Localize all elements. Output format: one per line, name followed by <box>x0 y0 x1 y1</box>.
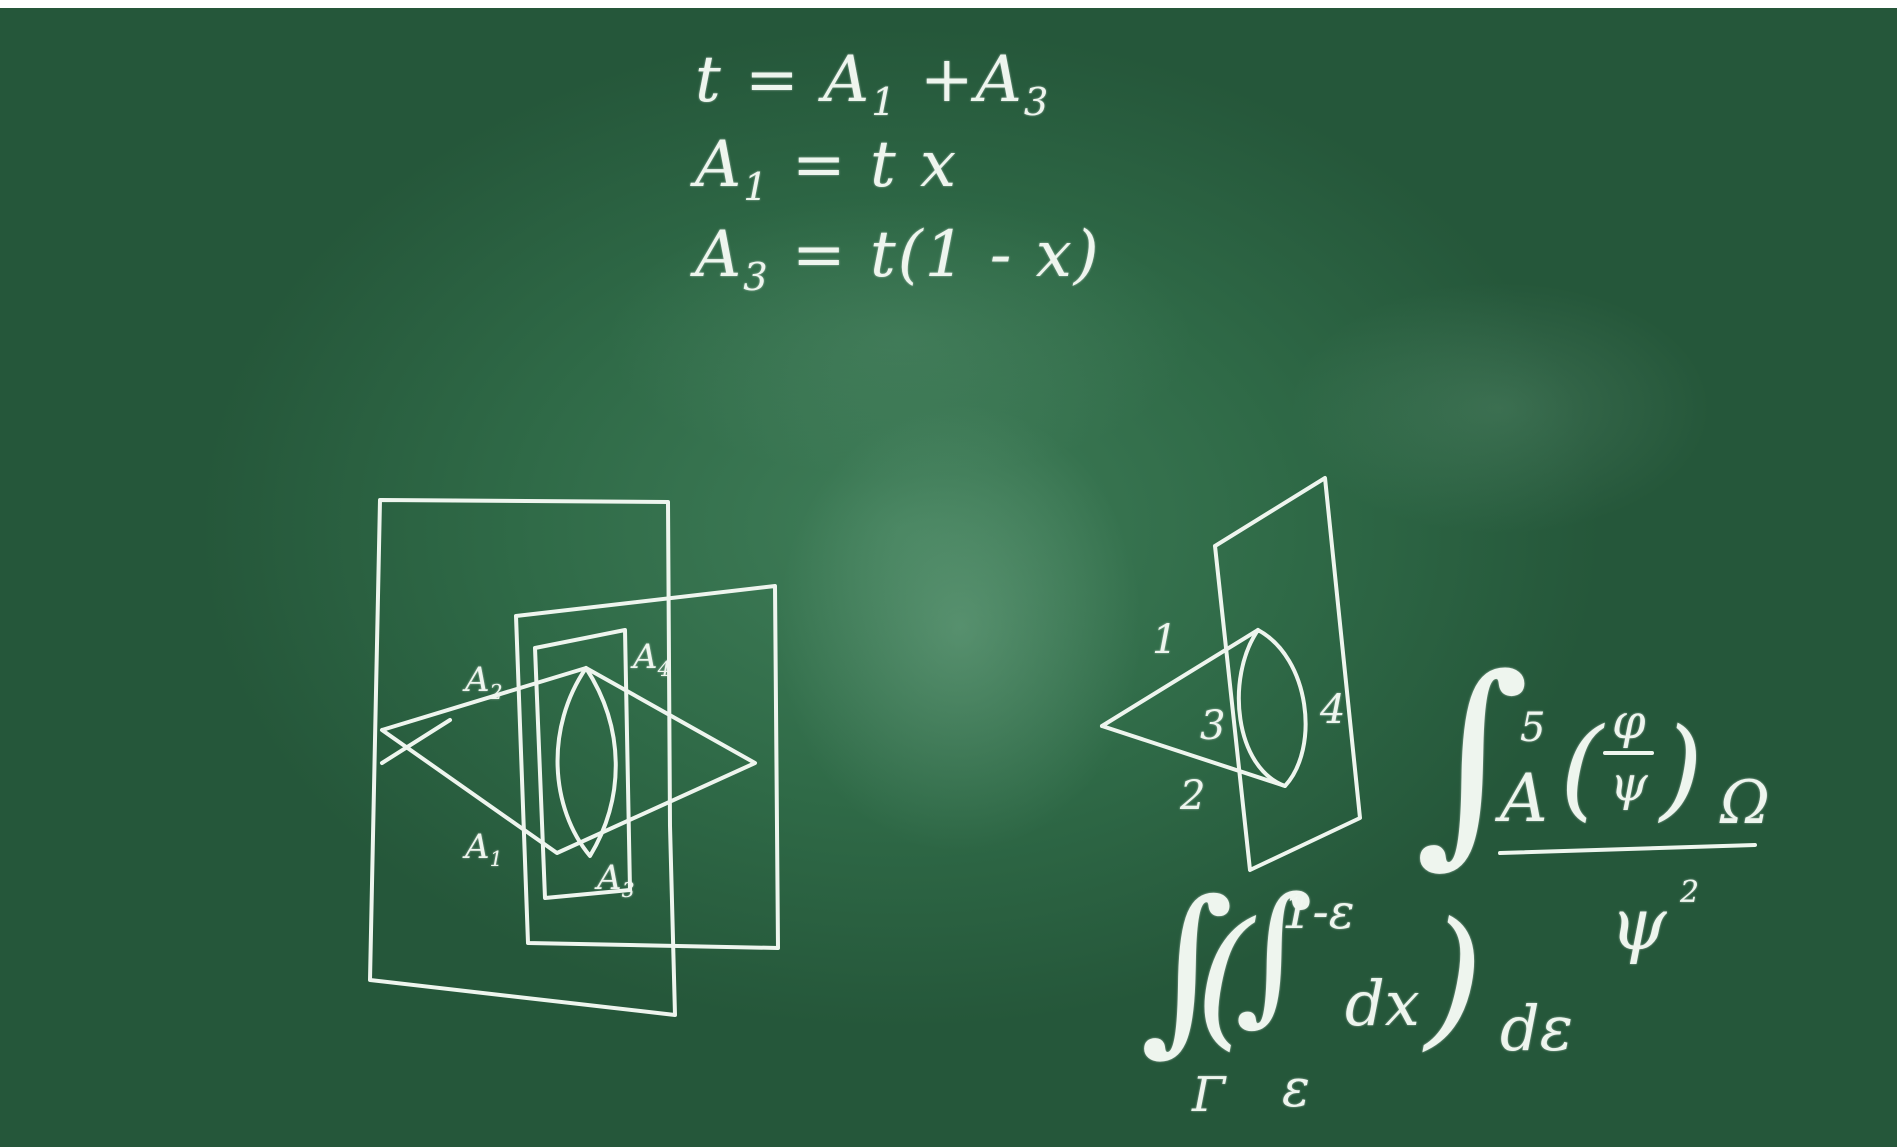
left-middle-rect <box>514 584 780 950</box>
label-a3: A3 <box>597 858 635 902</box>
integral-1-psi: ψ <box>1610 756 1648 812</box>
label-a4: A4 <box>633 637 671 681</box>
left-ray-cross <box>380 718 452 765</box>
label-a1: A1 <box>465 827 503 871</box>
integral-2-tail: dε <box>1500 992 1573 1065</box>
fraction-bar <box>1498 843 1757 855</box>
integral-2-inner: ∫ <box>1235 866 1314 1040</box>
integral-1-den-sup: 2 <box>1680 875 1700 910</box>
left-diamond <box>380 666 757 855</box>
integral-1-A-sup: 5 <box>1520 705 1546 751</box>
integral-2-paren-open: ( <box>1195 891 1254 1065</box>
right-cone-ellipse <box>1236 628 1308 788</box>
label-3: 3 <box>1200 703 1226 749</box>
integral-2-paren-close: ) <box>1425 891 1484 1065</box>
integral-1-phi: φ <box>1612 694 1646 750</box>
right-plane <box>1213 476 1362 872</box>
right-cone-top <box>1100 628 1260 728</box>
integral-2-inner-sub: ε <box>1282 1059 1310 1119</box>
integral-2-outer-sub: Γ <box>1192 1067 1226 1123</box>
chalkboard: t = A1 +A3 A1 = t x A3 = t(1 - x) <box>0 8 1897 1147</box>
integral-1-den-psi: ψ <box>1610 882 1667 966</box>
equation-line-3: A3 = t(1 - x) <box>695 218 1101 300</box>
equation-line-1: t = A1 +A3 <box>695 43 1051 125</box>
left-lens <box>555 666 618 858</box>
integral-sign-1: ∫ <box>1415 630 1530 886</box>
left-inner-rect <box>533 628 632 900</box>
right-cone-bottom <box>1100 724 1287 788</box>
label-1: 1 <box>1152 617 1178 663</box>
equation-line-2: A1 = t x <box>695 128 959 210</box>
integral-1-A: A <box>1500 760 1548 837</box>
integral-1-paren-open: ( <box>1560 704 1603 832</box>
label-2: 2 <box>1180 773 1206 819</box>
diagram-strokes <box>368 476 1757 1017</box>
integral-1-paren-close: ) <box>1660 704 1703 832</box>
label-4: 4 <box>1320 687 1346 733</box>
integral-2-outer: ∫ <box>1140 863 1234 1072</box>
integral-2-body: dx <box>1345 967 1420 1040</box>
left-outer-plane <box>368 498 677 1017</box>
label-a2: A2 <box>465 660 503 704</box>
integral-1-omega: Ω <box>1720 768 1770 838</box>
integral-2-inner-sup: 1-ε <box>1282 884 1355 940</box>
